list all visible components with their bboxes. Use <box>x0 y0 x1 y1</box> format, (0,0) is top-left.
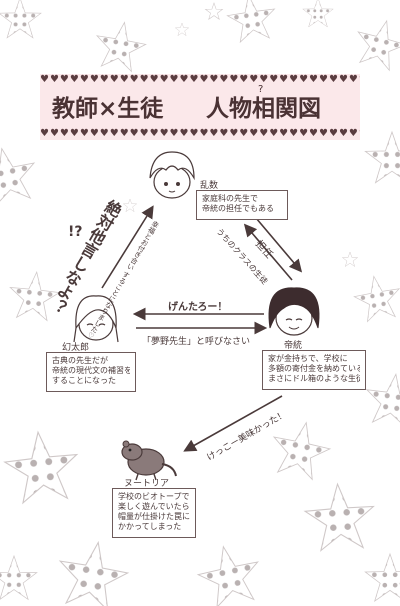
ransu-description: 家庭科の先生で 帝統の担任でもある <box>196 190 288 220</box>
arrow-ransu-to-daisu <box>255 217 303 273</box>
gentaro-description: 古典の先生だが 帝統の現代文の補習を することになった <box>46 352 136 392</box>
gentaro-name: 幻太郎 <box>62 343 90 353</box>
title-right: 人物相関図 <box>206 96 321 122</box>
heart-border-top: ♥♥♥♥♥♥♥♥♥♥♥♥♥♥♥♥♥♥♥♥♥♥♥♥♥♥♥♥♥♥♥♥♥♥♥♥♥♥♥♥… <box>40 74 360 85</box>
heart-border-bottom: ♥♥♥♥♥♥♥♥♥♥♥♥♥♥♥♥♥♥♥♥♥♥♥♥♥♥♥♥♥♥♥♥♥♥♥♥♥♥♥♥… <box>40 128 360 139</box>
arrow-daisu-to-nutria <box>183 395 283 452</box>
nutria-portrait-icon <box>121 440 177 481</box>
daisu-portrait-icon <box>268 287 320 336</box>
relation-call-me-sensei: 「夢野先生」と呼びなさい <box>142 337 251 347</box>
relation-exclaim: !? <box>68 224 83 240</box>
nutria-description: 学校のビオトープで 楽しく遊んでいたら 帽量が仕掛けた罠に かかってしまった <box>112 488 196 538</box>
relation-gentaro-call: げんたろー！ <box>168 302 228 313</box>
daisu-description: 家が金持ちで、学校に 多額の寄付金を納めている まさにドル箱のような生徒 <box>262 350 366 390</box>
title-ruby-mark: ? <box>258 84 264 95</box>
arrow-daisu-to-ransu <box>243 223 293 281</box>
arrow-gentaro-to-ransu <box>101 205 154 289</box>
ransu-portrait-icon <box>149 151 195 199</box>
gentaro-portrait-icon <box>73 295 119 343</box>
nutria-name: ヌートリア <box>124 479 170 489</box>
title-banner <box>40 74 360 140</box>
ransu-name: 乱数 <box>200 181 219 191</box>
title-left: 教師×生徒 <box>52 96 164 122</box>
daisu-name: 帝統 <box>284 341 303 351</box>
